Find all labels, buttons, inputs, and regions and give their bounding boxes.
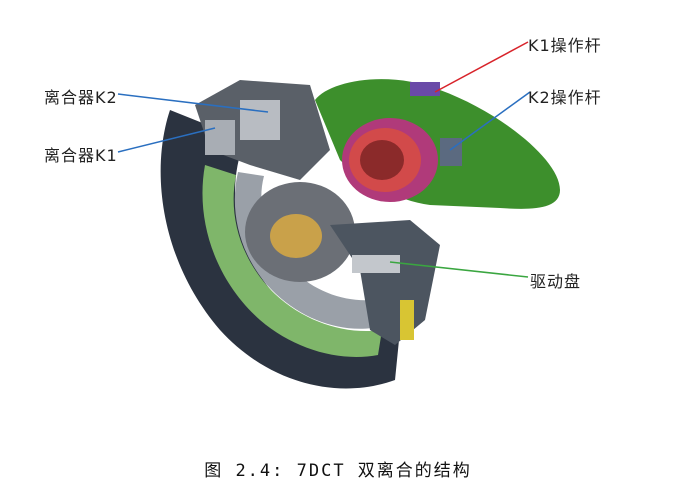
label-k2-lever: K2操作杆 xyxy=(528,88,602,107)
release-bearing-inner xyxy=(360,140,404,180)
label-clutch-k1: 离合器K1 xyxy=(44,146,118,165)
leader-clutch-k1 xyxy=(117,127,216,153)
clutch-k2-plates xyxy=(240,100,280,140)
dual-clutch-diagram xyxy=(117,41,560,389)
leader-clutch-k2 xyxy=(117,93,269,113)
green-gear-ring xyxy=(202,165,382,357)
k1-lever xyxy=(410,82,440,96)
clutch-assembly xyxy=(160,80,440,389)
lever-assembly xyxy=(315,79,560,209)
leader-k1-lever xyxy=(434,41,529,93)
drive-plate xyxy=(352,255,400,273)
figure-caption: 图 2.4: 7DCT 双离合的结构 xyxy=(204,461,472,481)
label-drive-plate: 驱动盘 xyxy=(530,272,582,291)
hub-core xyxy=(270,214,322,258)
clutch-k1-plates xyxy=(205,120,235,155)
label-k1-lever: K1操作杆 xyxy=(528,36,602,55)
yellow-spring xyxy=(400,300,414,340)
k2-lever xyxy=(440,138,462,166)
leader-drive-plate xyxy=(389,261,529,278)
label-clutch-k2: 离合器K2 xyxy=(44,88,118,107)
leader-k2-lever xyxy=(449,91,531,151)
